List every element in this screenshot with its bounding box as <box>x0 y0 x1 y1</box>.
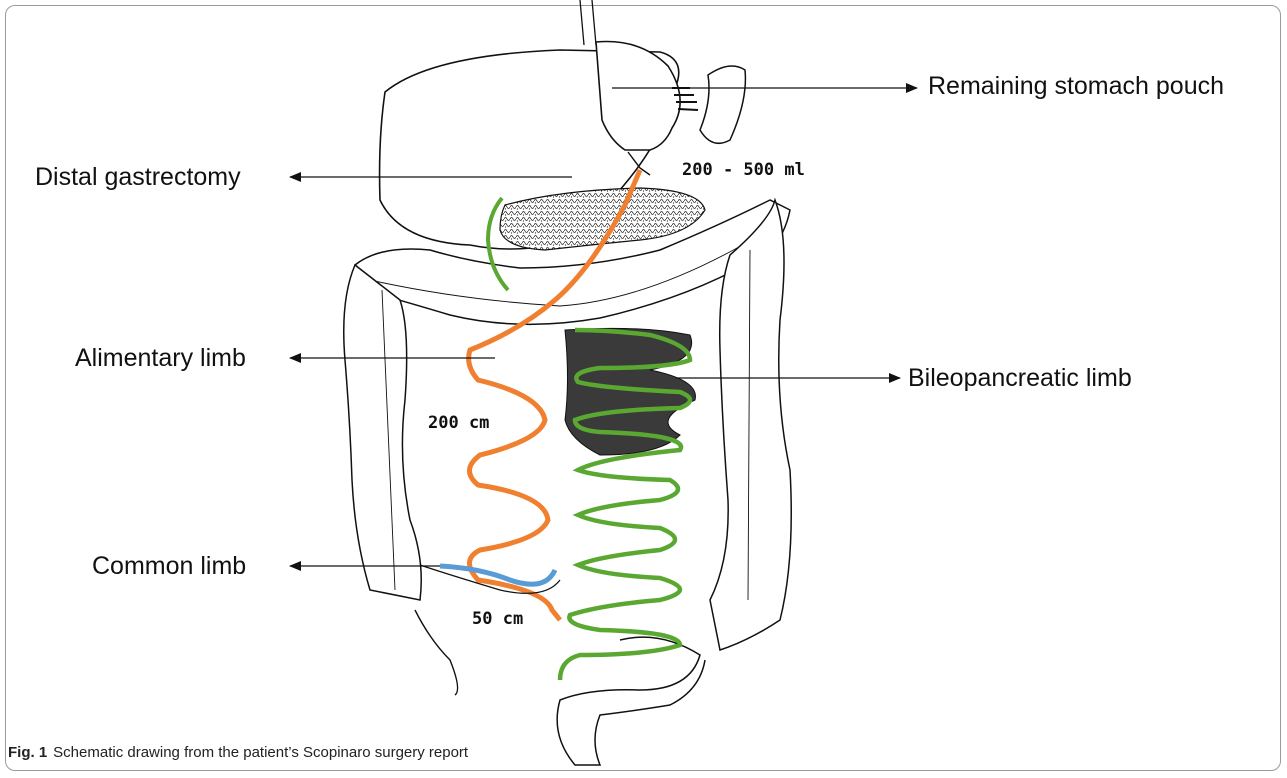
figure-caption-text: Schematic drawing from the patient’s Sco… <box>53 744 468 761</box>
esophagus <box>580 0 596 45</box>
label-bileopancreatic-limb: Bileopancreatic limb <box>908 366 1132 391</box>
alimentary-length-text: 200 cm <box>428 413 489 433</box>
ascending-colon <box>344 265 422 600</box>
figure-number: Fig. 1 <box>8 744 47 761</box>
common-length-text: 50 cm <box>472 609 523 629</box>
label-distal-gastrectomy: Distal gastrectomy <box>35 165 241 190</box>
label-remaining-stomach-pouch: Remaining stomach pouch <box>928 74 1224 99</box>
appendix <box>415 610 458 695</box>
spleen <box>700 66 745 143</box>
label-common-limb: Common limb <box>92 554 246 579</box>
label-alimentary-limb: Alimentary limb <box>75 346 246 371</box>
figure-caption: Fig. 1 Schematic drawing from the patient… <box>8 744 468 761</box>
pouch-volume-text: 200 - 500 ml <box>682 160 805 180</box>
